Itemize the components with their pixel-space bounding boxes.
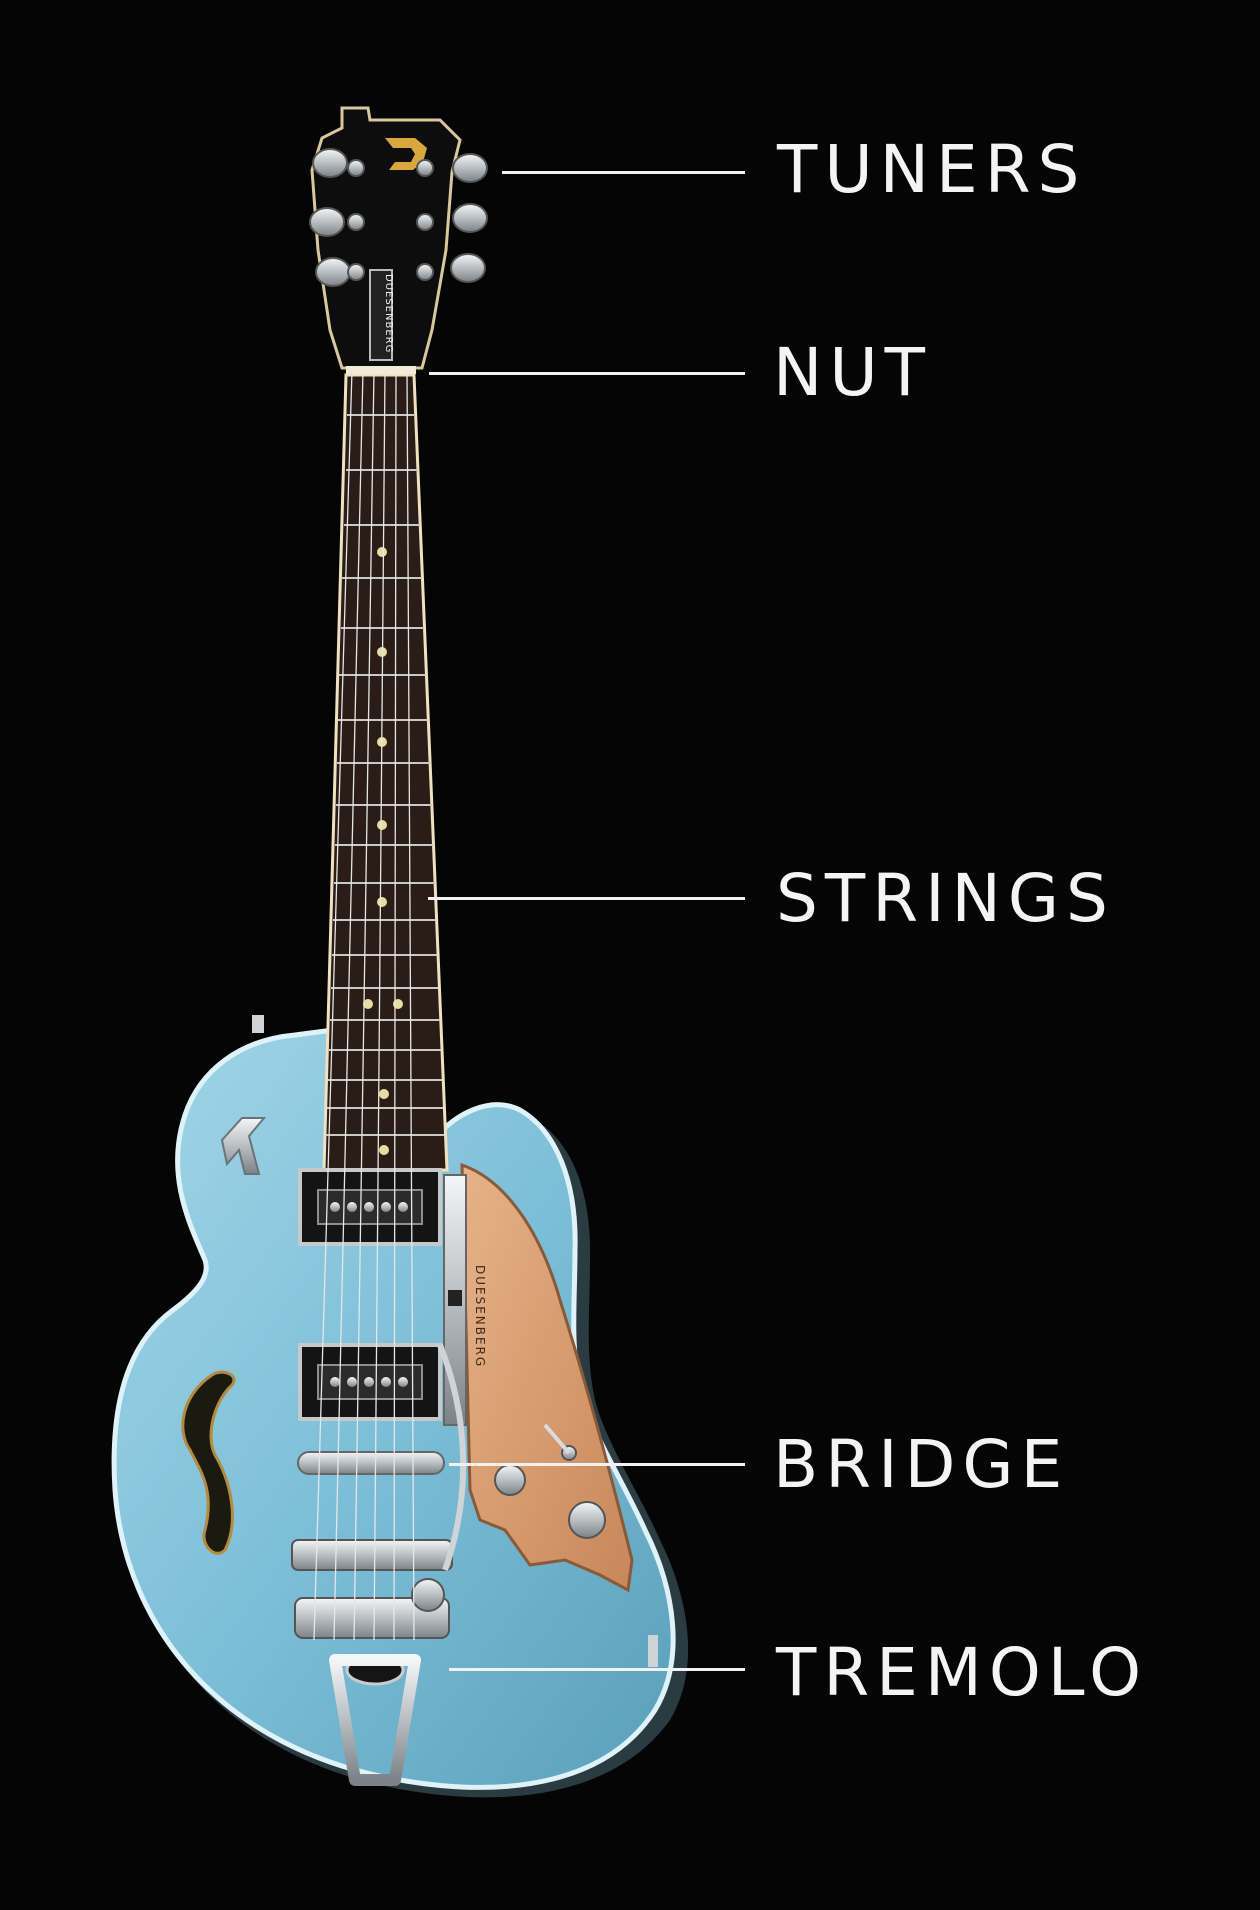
strings-leader-line [428, 897, 745, 900]
neck-pickup [298, 1168, 442, 1246]
truss-rod-cover [369, 269, 393, 361]
bridge-saddle [297, 1451, 445, 1475]
nut-leader-line [429, 372, 745, 375]
output-jack [648, 1635, 658, 1667]
label-tremolo: TREMOLO [776, 1634, 1149, 1711]
f-hole [181, 1370, 236, 1555]
tremolo-leader-line [449, 1668, 745, 1671]
nut-bar [346, 366, 416, 374]
label-tuners: TUNERS [777, 131, 1087, 208]
bridge-pickup [298, 1343, 442, 1421]
tremolo-unit [291, 1343, 467, 1786]
body-logo-icon [220, 1117, 267, 1175]
tone-knob [568, 1501, 606, 1539]
label-nut: NUT [773, 334, 932, 411]
strap-button [252, 1015, 264, 1033]
fretboard [322, 373, 449, 1172]
guitar-strings [313, 369, 415, 1641]
headstock-logo-icon [385, 138, 427, 170]
volume-knob [494, 1464, 526, 1496]
tuners-leader-line [502, 171, 745, 174]
bridge-leader-line [449, 1463, 745, 1466]
label-bridge: BRIDGE [773, 1426, 1070, 1503]
tuner-buttons [309, 148, 488, 287]
label-strings: STRINGS [776, 860, 1115, 937]
headstock-brand-text: DUESENBERG [383, 274, 394, 353]
pickguard-brand-text: DUESENBERG [473, 1265, 487, 1368]
